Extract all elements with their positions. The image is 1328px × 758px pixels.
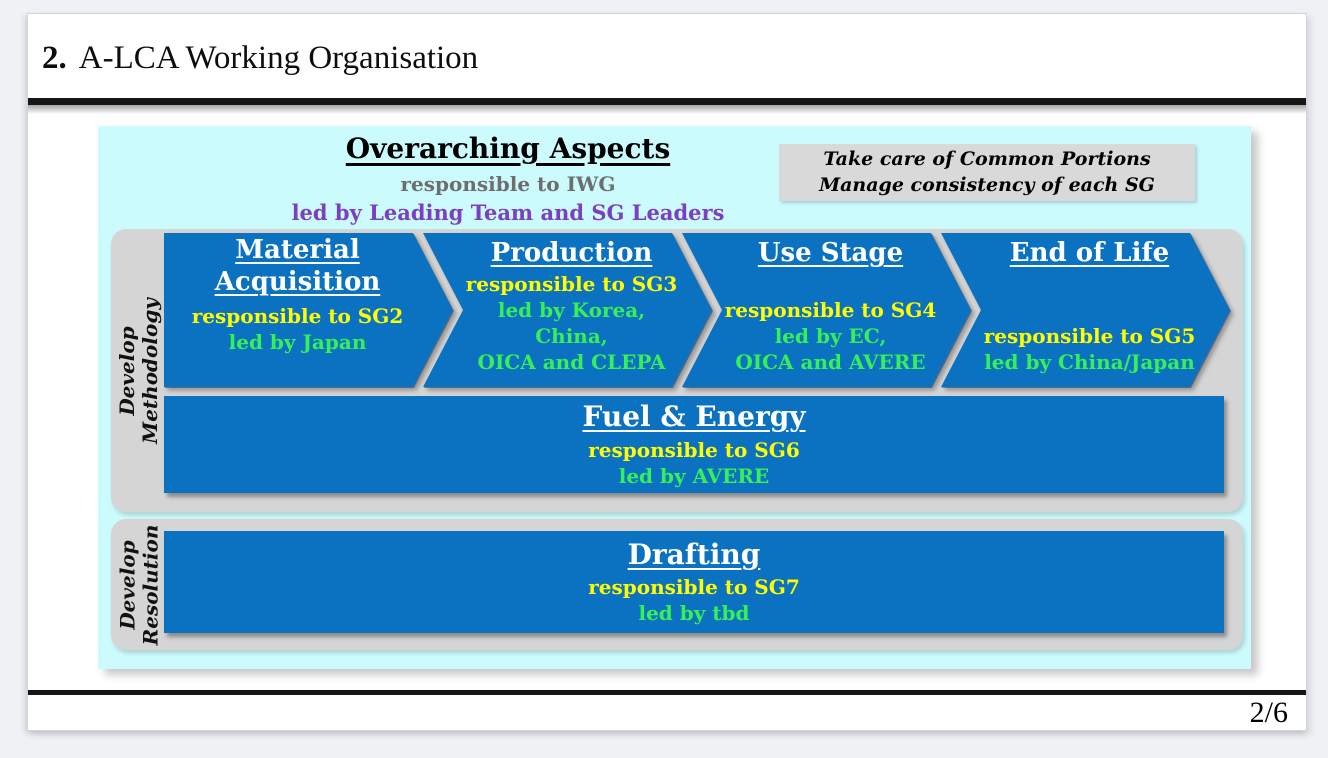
overarching-responsible: responsible to IWG [400, 172, 616, 196]
diagram-panel: Overarching Aspects responsible to IWG l… [98, 126, 1251, 669]
bar-responsible: responsible to SG7 [588, 575, 800, 600]
page-number: 2/6 [1249, 696, 1288, 729]
chevron-led-by: led by Korea, China, OICA and CLEPA [477, 298, 666, 374]
note-line-2: Manage consistency of each SG [819, 173, 1155, 196]
page-title: 2. A-LCA Working Organisation [42, 40, 478, 77]
chevron-led-by: led by Japan [228, 330, 367, 355]
page-title-text: A-LCA Working Organisation [78, 40, 479, 76]
chevron-title: Production [490, 238, 653, 268]
fuel-energy-bar: Fuel & Energy responsible to SG6 led by … [164, 396, 1224, 493]
header-divider [28, 98, 1306, 114]
develop-resolution-label: Develop Resolution [111, 519, 167, 650]
bar-led-by: led by tbd [638, 601, 750, 626]
note-line-1: Take care of Common Portions [823, 147, 1151, 170]
chevron-use-stage: Use Stage responsible to SG4 led by EC, … [682, 233, 971, 387]
common-portions-note: Take care of Common Portions Manage cons… [779, 144, 1195, 201]
develop-methodology-section: Develop Methodology Material Acquisition… [111, 229, 1243, 512]
chevron-production: Production responsible to SG3 led by Kor… [423, 233, 712, 387]
methodology-label-line-2: Methodology [138, 297, 163, 444]
bar-responsible: responsible to SG6 [588, 437, 800, 462]
overarching-header: Overarching Aspects responsible to IWG l… [168, 132, 848, 225]
chevron-title: End of Life [1009, 238, 1170, 268]
drafting-bar: Drafting responsible to SG7 led by tbd [164, 531, 1224, 633]
resolution-label-line-1: Develop [115, 539, 139, 630]
chevron-responsible: responsible to SG5 [983, 324, 1196, 348]
footer-divider [28, 690, 1306, 695]
chevron-end-of-life: End of Life responsible to SG5 led by Ch… [941, 233, 1230, 387]
overarching-led-by: led by Leading Team and SG Leaders [291, 200, 725, 225]
methodology-label-line-1: Develop [115, 325, 140, 416]
overarching-title: Overarching Aspects [345, 132, 671, 165]
chevron-title: Use Stage [757, 238, 904, 268]
slide: 2. A-LCA Working Organisation Overarching… [27, 13, 1307, 731]
bar-led-by: led by AVERE [618, 463, 770, 488]
chevron-led-by: led by EC, OICA and AVERE [735, 324, 926, 374]
chevron-responsible: responsible to SG3 [465, 272, 678, 296]
page-title-number: 2. [42, 40, 67, 76]
chevron-title: Material Acquisition [214, 235, 381, 297]
bar-title: Drafting [627, 537, 761, 571]
chevron-led-by: led by China/Japan [984, 350, 1195, 374]
chevron-responsible: responsible to SG2 [191, 304, 404, 329]
chevron-material-acquisition: Material Acquisition responsible to SG2 … [164, 233, 453, 387]
lifecycle-chevron-row: Material Acquisition responsible to SG2 … [164, 233, 1230, 387]
chevron-responsible: responsible to SG4 [724, 298, 937, 322]
develop-resolution-section: Develop Resolution Drafting responsible … [111, 519, 1243, 650]
resolution-label-line-2: Resolution [138, 524, 162, 645]
bar-title: Fuel & Energy [582, 400, 806, 434]
develop-methodology-label: Develop Methodology [111, 229, 167, 512]
